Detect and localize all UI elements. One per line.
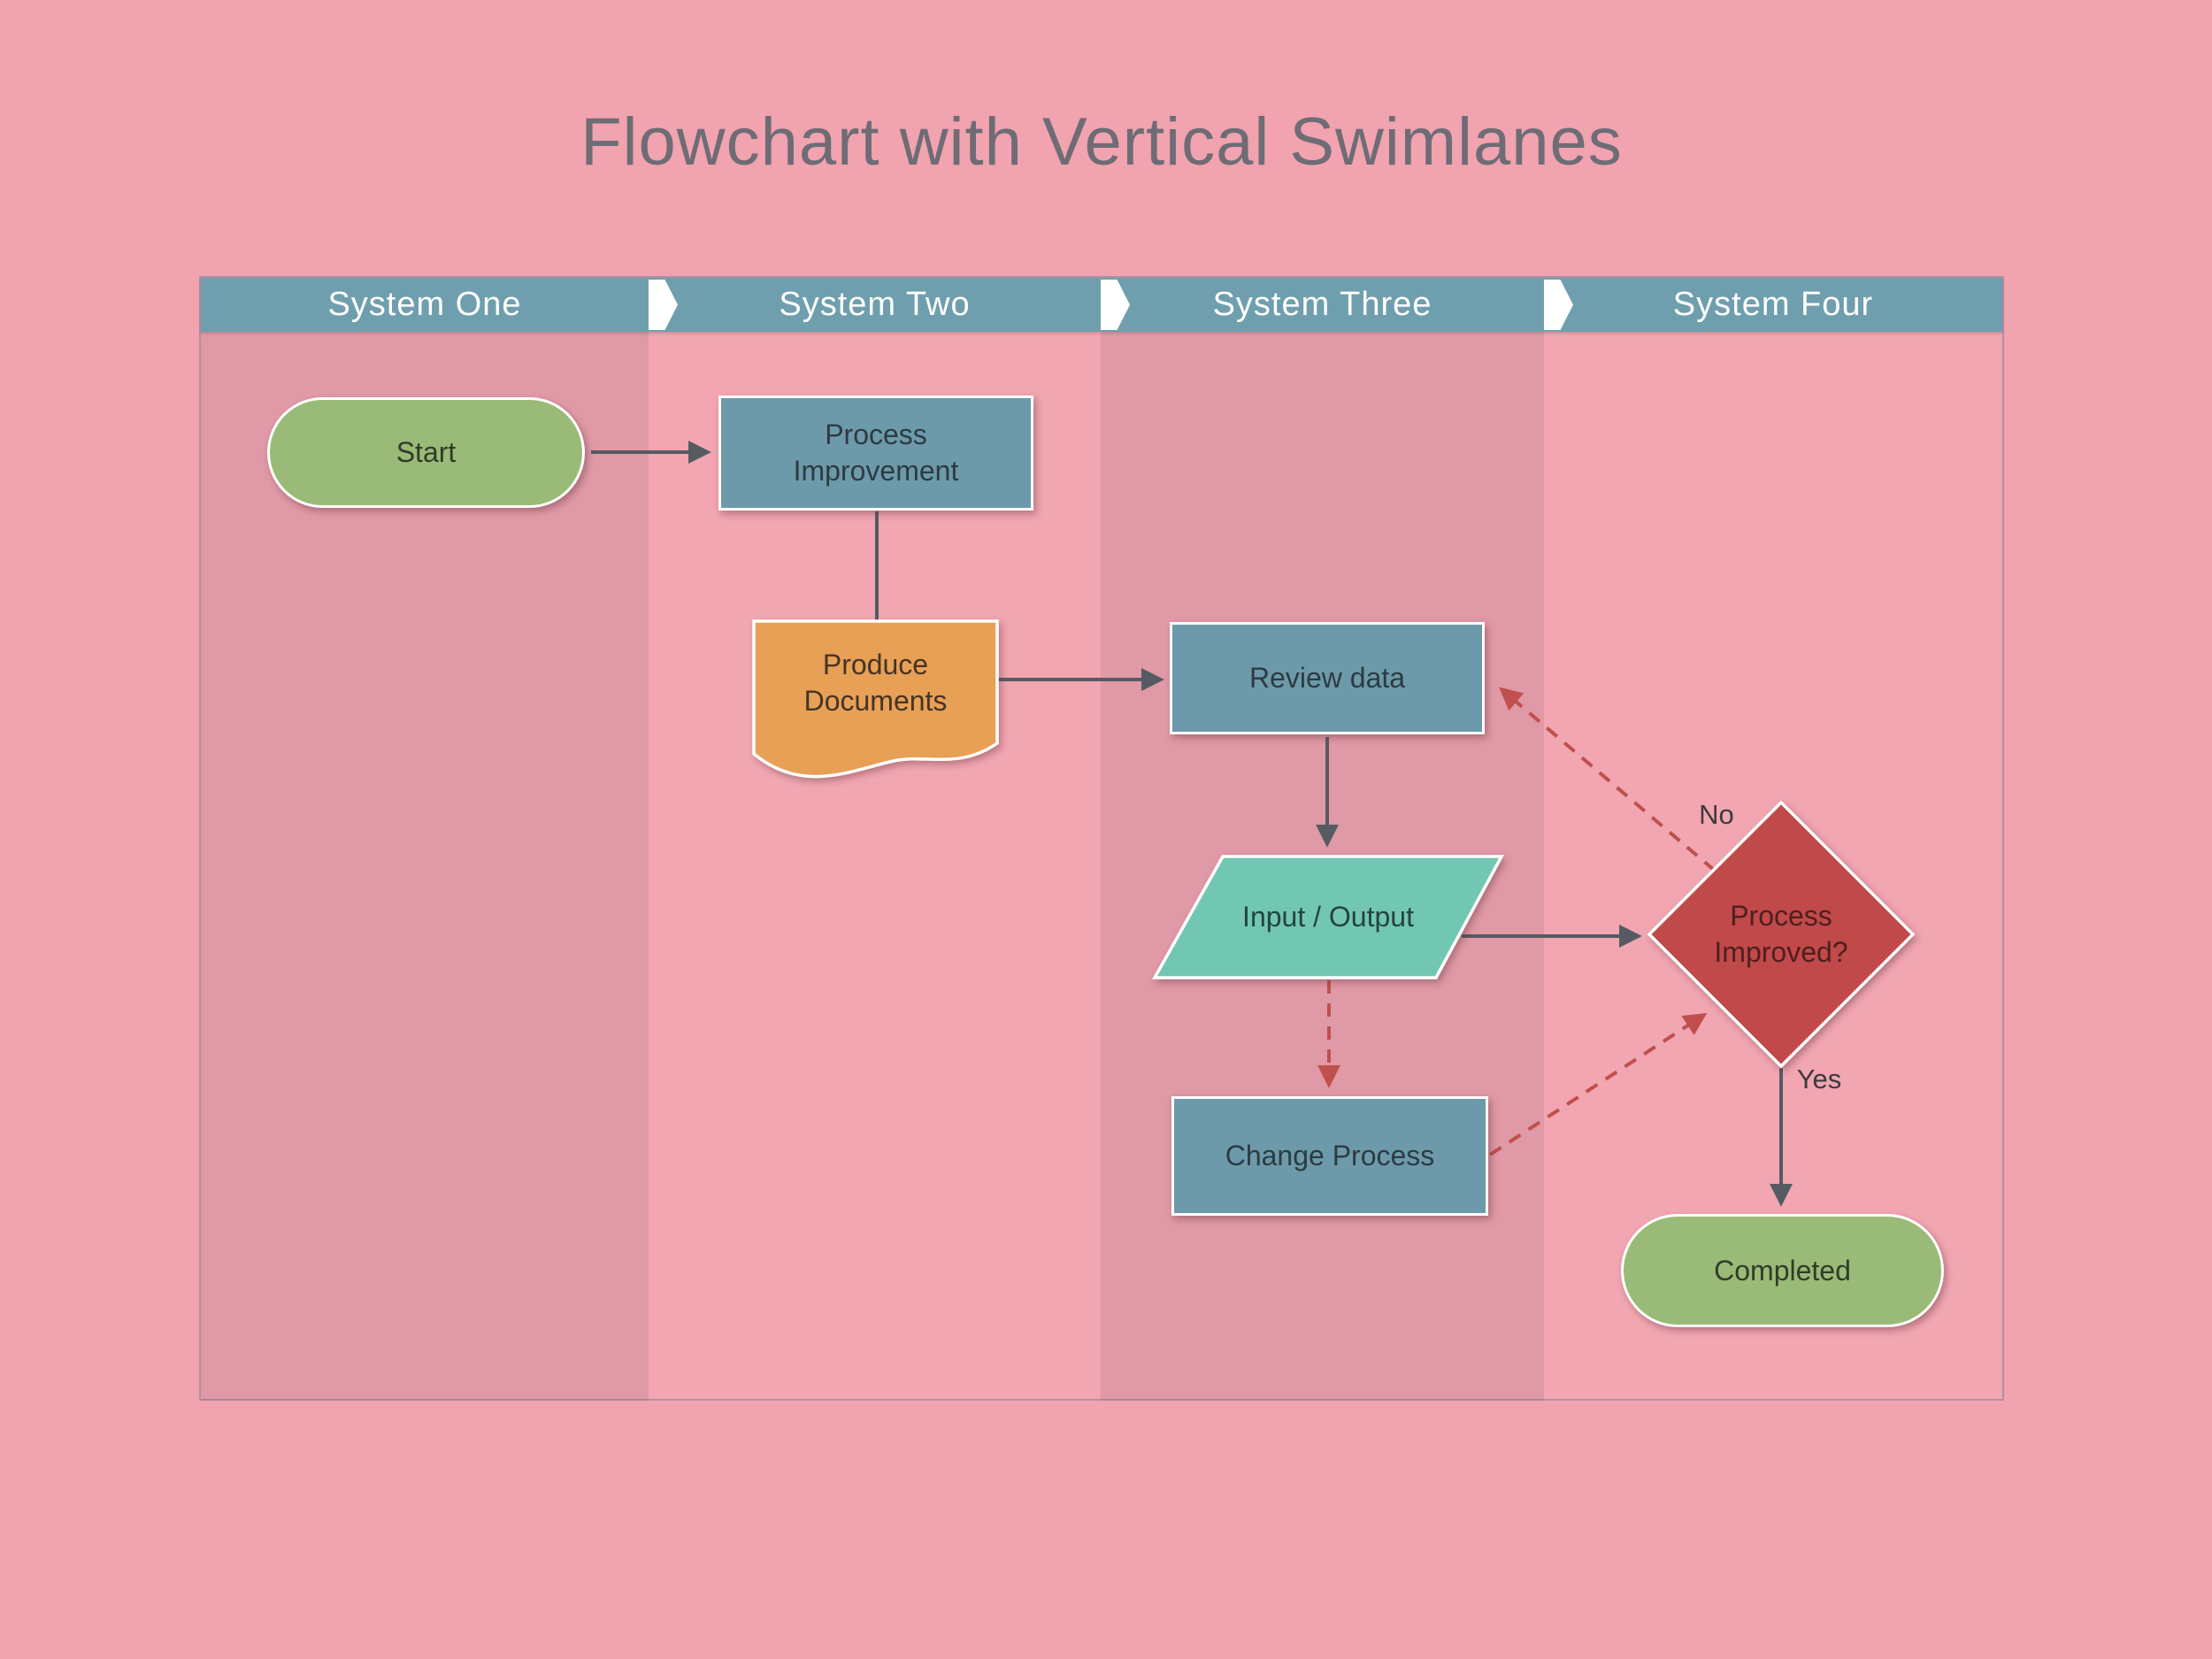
review-data-label: Review data: [1248, 662, 1406, 695]
input-output-label: Input / Output: [1242, 901, 1414, 933]
change-process-label: Change Process: [1225, 1140, 1435, 1172]
produce-documents-node: Produce Documents: [754, 621, 997, 745]
page-title: Flowchart with Vertical Swimlanes: [580, 104, 1623, 180]
input-output-node: Input / Output: [1195, 856, 1461, 978]
input-output-shape: [1152, 855, 1504, 979]
lane-header-label: System One: [327, 286, 522, 323]
process-improvement-label: Process Improvement: [793, 419, 959, 487]
lane-system-one: [201, 332, 649, 1401]
lane-header-system-two: System Two: [649, 278, 1101, 332]
lane-header-label: System Two: [779, 286, 971, 323]
completed-node: Completed: [1621, 1214, 1944, 1327]
review-data-node: Review data: [1170, 622, 1485, 734]
process-improved-label: Process Improved?: [1714, 900, 1848, 968]
process-improvement-node: Process Improvement: [718, 396, 1033, 511]
lane-header-label: System Three: [1212, 286, 1432, 323]
start-label: Start: [396, 436, 457, 469]
produce-documents-shape: [752, 619, 999, 779]
process-improved-node: Process Improved?: [1675, 846, 1887, 1023]
lane-header-system-four: System Four: [1544, 278, 2002, 332]
swimlane-header: System One System Two System Three Syste…: [201, 278, 2002, 332]
lane-header-system-three: System Three: [1101, 278, 1544, 332]
start-node: Start: [267, 397, 585, 508]
edge-label-no: No: [1699, 799, 1734, 830]
edge-process-improved-to-review-data-no: [1499, 687, 1717, 872]
lane-header-system-one: System One: [201, 278, 649, 332]
edge-label-yes: Yes: [1796, 1064, 1842, 1094]
process-improved-shape: [1647, 800, 1916, 1069]
completed-label: Completed: [1714, 1254, 1851, 1286]
change-process-node: Change Process: [1171, 1096, 1488, 1216]
produce-documents-label: Produce Documents: [803, 649, 948, 717]
lane-header-label: System Four: [1672, 286, 1874, 323]
edge-change-process-to-process-improved: [1488, 1012, 1708, 1156]
